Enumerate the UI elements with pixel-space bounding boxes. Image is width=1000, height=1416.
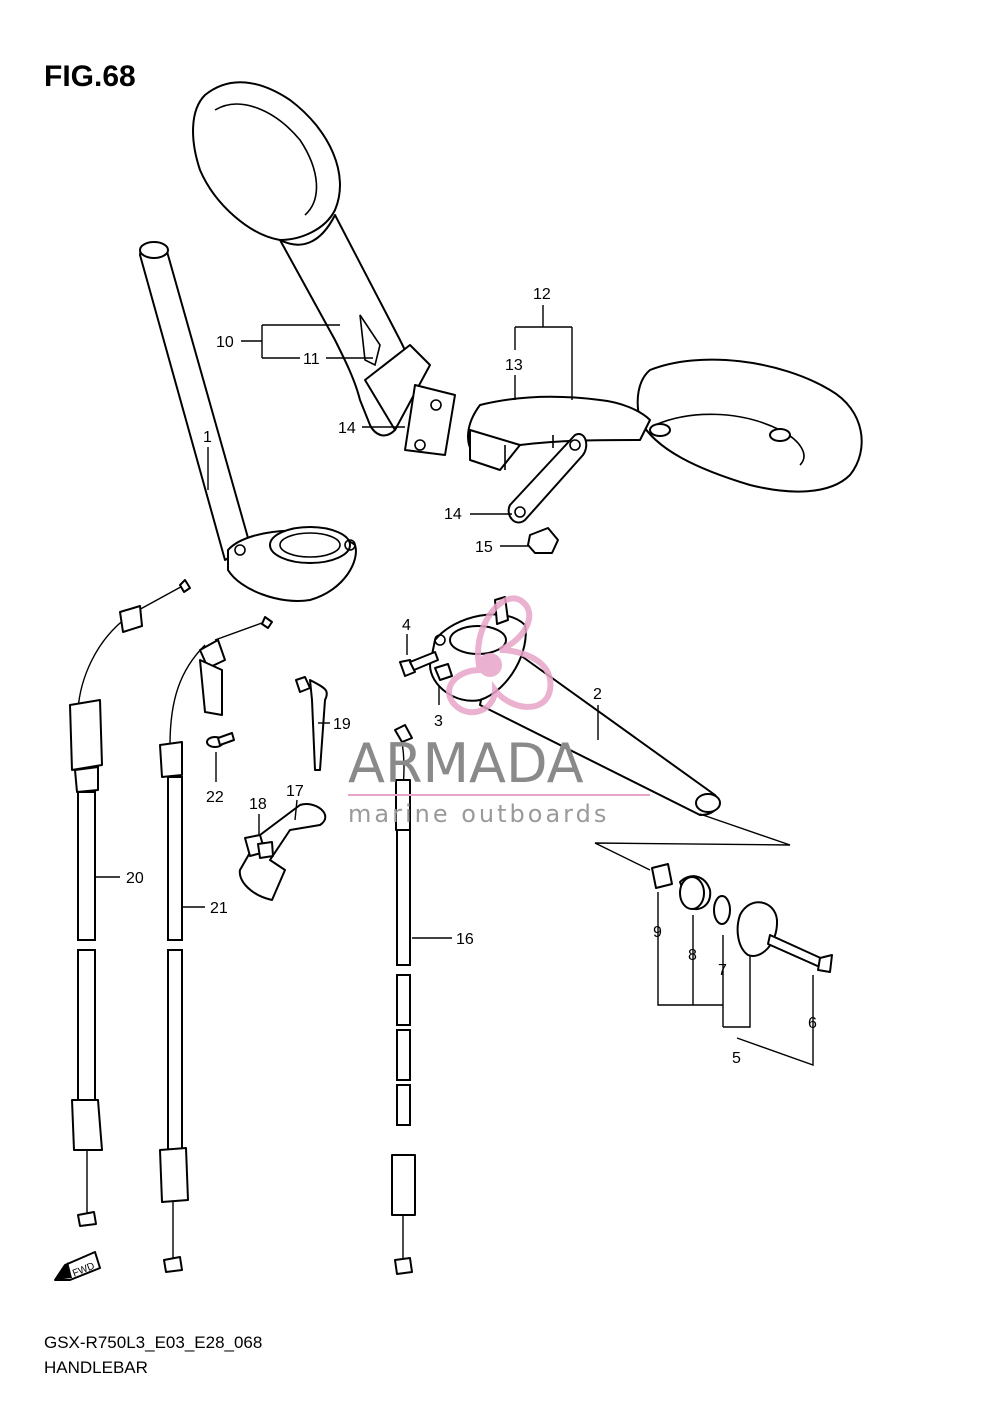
- collar-3: [434, 663, 453, 681]
- clamp-19: [295, 676, 328, 771]
- left-mirror: [192, 81, 431, 437]
- callout-5: 5: [732, 1050, 741, 1067]
- bolt-4: [399, 651, 439, 677]
- throttle-cable-21: [159, 616, 273, 1273]
- callout-14-upper: 14: [338, 420, 356, 437]
- watermark-brand: ARMADA: [348, 732, 584, 795]
- callout-1: 1: [203, 429, 212, 446]
- callout-13: 13: [505, 357, 523, 374]
- callout-6: 6: [808, 1015, 817, 1032]
- watermark-logo: [446, 595, 554, 716]
- mirror-plate-right: [507, 433, 588, 524]
- callout-8: 8: [688, 947, 697, 964]
- callout-10: 10: [216, 334, 234, 351]
- callout-3: 3: [434, 713, 443, 730]
- callout-11: 11: [303, 351, 320, 368]
- mirror-plate-left: [404, 384, 456, 456]
- callout-7: 7: [718, 962, 727, 979]
- figure-title: FIG.68: [44, 60, 136, 93]
- screw-22: [206, 732, 235, 748]
- forward-direction-arrow: FWD: [54, 1251, 101, 1281]
- callout-12: 12: [533, 286, 551, 303]
- callout-21: 21: [210, 900, 228, 917]
- callout-19: 19: [333, 716, 351, 733]
- callout-14-lower: 14: [444, 506, 462, 523]
- leader-lines: [96, 305, 814, 1066]
- callout-15: 15: [475, 539, 493, 556]
- callout-20: 20: [126, 870, 144, 887]
- nut-15: [527, 527, 559, 554]
- callout-16: 16: [456, 931, 474, 948]
- clutch-cable-16: [391, 724, 416, 1275]
- callout-18: 18: [249, 796, 267, 813]
- model-code: GSX-R750L3_E03_E28_068: [44, 1333, 263, 1352]
- callout-9: 9: [653, 924, 662, 941]
- right-mirror: [467, 358, 863, 493]
- callout-17: 17: [286, 783, 304, 800]
- callout-22: 22: [206, 789, 224, 806]
- bolt-18: [244, 834, 274, 859]
- callout-4: 4: [402, 617, 411, 634]
- watermark-tagline: marine outboards: [348, 800, 609, 828]
- callout-2: 2: [593, 686, 602, 703]
- bracket-17: [238, 803, 327, 901]
- callout-numbers: 1 2 3 4 5 6 7 8 9 10 11 12 13 14 14 15 1…: [126, 286, 817, 1067]
- handlebar-left: [139, 241, 357, 602]
- balancer-assembly: [651, 863, 833, 973]
- figure-name: HANDLEBAR: [44, 1358, 148, 1377]
- throttle-cable-20: [69, 579, 191, 1227]
